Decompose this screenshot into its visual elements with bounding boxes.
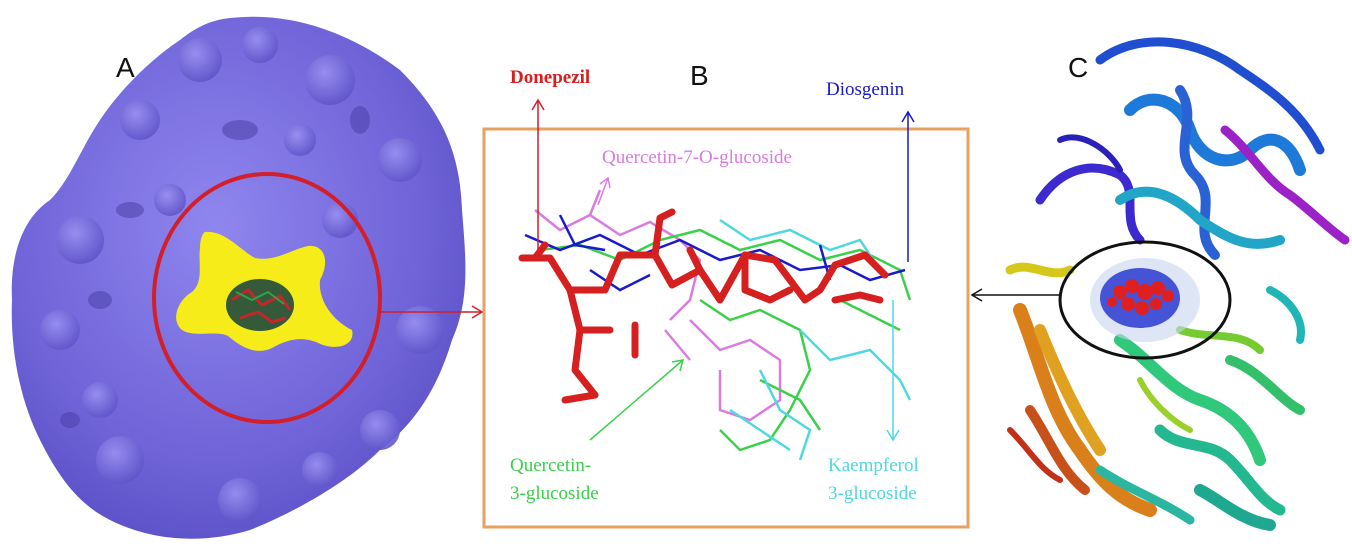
panel-letter-b: B bbox=[690, 60, 709, 91]
ligand-donepezil bbox=[518, 208, 889, 404]
label-quercetin-7-o-glucoside: Quercetin-7-O-glucoside bbox=[602, 147, 792, 168]
arrow-quercetin-7-o-glucoside bbox=[597, 176, 611, 206]
panel-b-frame bbox=[482, 127, 970, 529]
ligand-quercetin-3-glucoside bbox=[539, 228, 912, 452]
ligand-kaempferol-3-glucoside bbox=[719, 218, 912, 461]
arrow-quercetin-3-glucoside bbox=[589, 359, 685, 441]
panel-letter-a: A bbox=[116, 52, 135, 83]
label-quercetin-3-glucoside-line2: 3-glucoside bbox=[510, 483, 599, 504]
arrow-c-to-b bbox=[970, 288, 1060, 302]
panel-a-binding-pocket bbox=[176, 231, 353, 351]
label-kaempferol-3-glucoside-line2: 3-glucoside bbox=[828, 483, 917, 504]
label-diosgenin: Diosgenin bbox=[826, 79, 905, 100]
label-kaempferol-3-glucoside-line1: Kaempferol bbox=[828, 455, 919, 476]
panel-c-ligand-cluster bbox=[1090, 258, 1200, 342]
panel-a-highlight-ring bbox=[152, 172, 382, 424]
arrow-donepezil bbox=[531, 98, 545, 250]
arrow-a-to-b bbox=[380, 305, 484, 319]
panel-c-highlight-ring bbox=[1058, 240, 1232, 360]
arrow-diosgenin bbox=[901, 110, 915, 262]
label-quercetin-3-glucoside-line1: Quercetin- bbox=[510, 455, 592, 476]
label-donepezil: Donepezil bbox=[510, 67, 591, 88]
ligand-quercetin-7-o-glucoside bbox=[534, 189, 782, 422]
panel-letter-c: C bbox=[1068, 52, 1089, 83]
arrow-kaempferol-3-glucoside bbox=[886, 300, 900, 442]
